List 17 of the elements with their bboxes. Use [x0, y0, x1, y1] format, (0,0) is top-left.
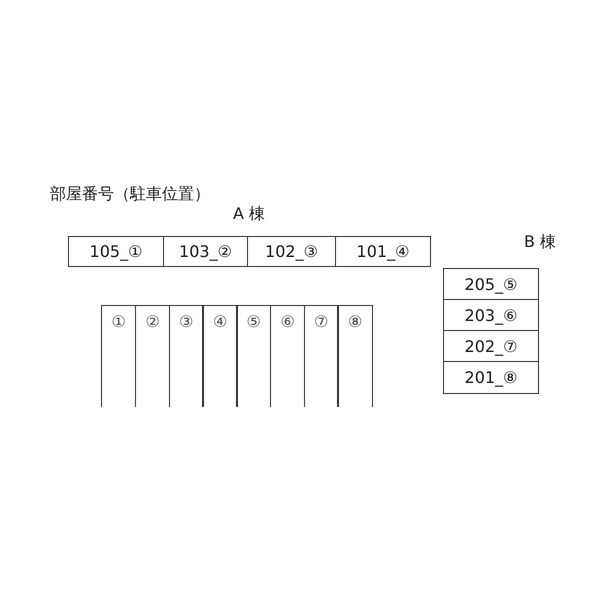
parking-space: ⑧	[337, 305, 372, 407]
room-box: 202_⑦	[443, 330, 539, 362]
room-box: 105_①	[68, 236, 164, 267]
building-label: B 棟	[524, 232, 556, 253]
room-box: 205_⑤	[443, 268, 539, 300]
room-box: 103_②	[163, 236, 248, 267]
parking-space: ⑦	[304, 305, 339, 407]
parking-space: ③	[168, 305, 204, 407]
room-box: 101_④	[335, 236, 431, 267]
building-label: A 棟	[233, 204, 266, 225]
parking-space: ①	[101, 305, 136, 407]
title: 部屋番号（駐車位置）	[50, 184, 210, 205]
room-box: 203_⑥	[443, 299, 539, 331]
parking-space: ④	[202, 305, 238, 407]
room-box: 201_⑧	[443, 361, 539, 394]
parking-space: ⑤	[236, 305, 272, 407]
room-box: 102_③	[247, 236, 336, 267]
